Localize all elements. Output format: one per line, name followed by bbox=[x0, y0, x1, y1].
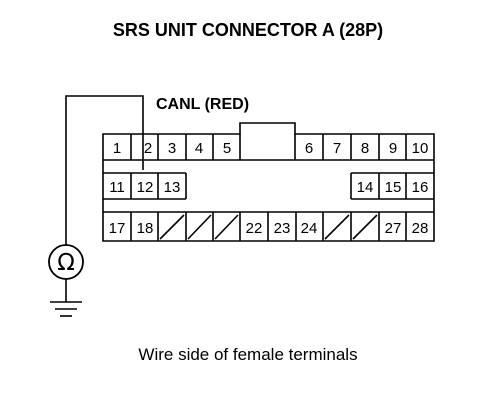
terminal-14: 14 bbox=[357, 179, 374, 196]
terminal-4: 4 bbox=[195, 140, 203, 157]
terminal-6: 6 bbox=[305, 140, 313, 157]
terminal-28: 28 bbox=[412, 220, 429, 237]
terminal-5: 5 bbox=[223, 140, 231, 157]
ohmmeter-icon bbox=[48, 244, 84, 280]
terminal-24: 24 bbox=[301, 220, 318, 237]
diagram-title: SRS UNIT CONNECTOR A (28P) bbox=[112, 20, 384, 40]
terminal-1: 1 bbox=[113, 140, 121, 157]
terminal-8: 8 bbox=[361, 140, 369, 157]
terminal-23: 23 bbox=[274, 220, 291, 237]
terminal-9: 9 bbox=[389, 140, 397, 157]
terminal-15: 15 bbox=[385, 179, 402, 196]
terminal-27: 27 bbox=[385, 220, 402, 237]
terminal-12: 12 bbox=[137, 179, 154, 196]
terminal-11: 11 bbox=[109, 179, 125, 196]
terminal-7: 7 bbox=[333, 140, 341, 157]
terminal-10: 10 bbox=[412, 140, 429, 157]
terminal-16: 16 bbox=[412, 179, 429, 196]
terminal-22: 22 bbox=[246, 220, 263, 237]
terminal-2: 2 bbox=[144, 140, 152, 157]
terminal-18: 18 bbox=[137, 220, 154, 237]
ohm-symbol: Ω bbox=[57, 250, 75, 276]
probe-wire bbox=[50, 95, 144, 317]
terminal-17: 17 bbox=[109, 220, 126, 237]
terminal-13: 13 bbox=[164, 179, 181, 196]
diagram-caption: Wire side of female terminals bbox=[138, 345, 358, 364]
wire-label-canl: CANL (RED) bbox=[156, 96, 250, 113]
terminal-3: 3 bbox=[168, 140, 176, 157]
